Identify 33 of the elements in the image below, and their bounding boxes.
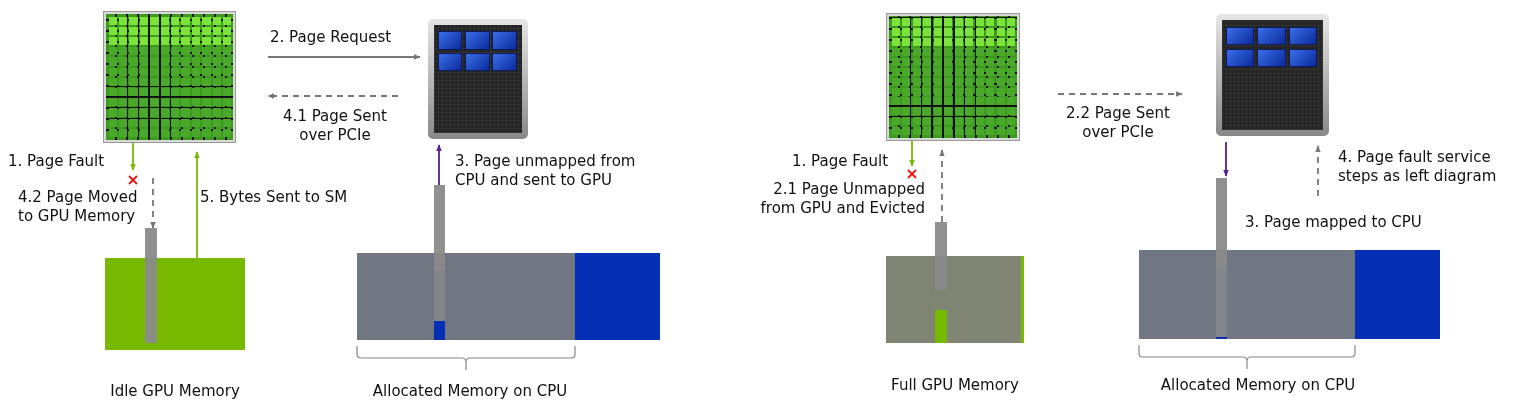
memory-bar-drawing: [886, 222, 1024, 343]
edge-label: 2.2 Page Sent over PCIe: [1065, 104, 1171, 142]
edge-label: 4. Page fault service steps as left diagram: [1338, 148, 1498, 186]
arrow: [150, 177, 156, 229]
arrow: [436, 144, 442, 186]
edge-label: 1. Page Fault: [8, 152, 105, 171]
arrow: [1315, 145, 1321, 197]
edge-label: 4.2 Page Moved to GPU Memory: [18, 188, 139, 226]
arrow: [130, 142, 136, 171]
arrow: [194, 151, 200, 259]
cpu-chip-drawing: [1216, 14, 1329, 136]
arrow: [1057, 91, 1183, 97]
edge-label: 2. Page Request: [270, 28, 392, 47]
arrow: [267, 54, 421, 60]
arrow: [909, 140, 915, 167]
memory-bar-drawing: [357, 185, 660, 340]
edge-label: 5. Bytes Sent to SM: [200, 188, 348, 207]
memory-caption: Allocated Memory on CPU: [372, 382, 568, 401]
memory-caption: Allocated Memory on CPU: [1160, 376, 1356, 395]
memory-bar-drawing: [105, 228, 245, 350]
cpu-chip-drawing: [428, 19, 528, 139]
gpu-chip-drawing: [104, 12, 235, 142]
edge-label: 3. Page unmapped from CPU and sent to GPU: [455, 152, 637, 190]
edge-label: 3. Page mapped to CPU: [1245, 213, 1422, 232]
memory-caption: Full GPU Memory: [891, 376, 1019, 395]
edge-label: 2.1 Page Unmapped from GPU and Evicted: [759, 180, 925, 218]
edge-label: 1. Page Fault: [792, 152, 889, 171]
gpu-chip-drawing: [887, 14, 1019, 140]
arrow: [939, 149, 945, 223]
edge-label: 4.1 Page Sent over PCIe: [282, 107, 388, 145]
arrow: [267, 93, 399, 99]
arrow: [1223, 141, 1229, 177]
memory-caption: Idle GPU Memory: [110, 382, 240, 401]
